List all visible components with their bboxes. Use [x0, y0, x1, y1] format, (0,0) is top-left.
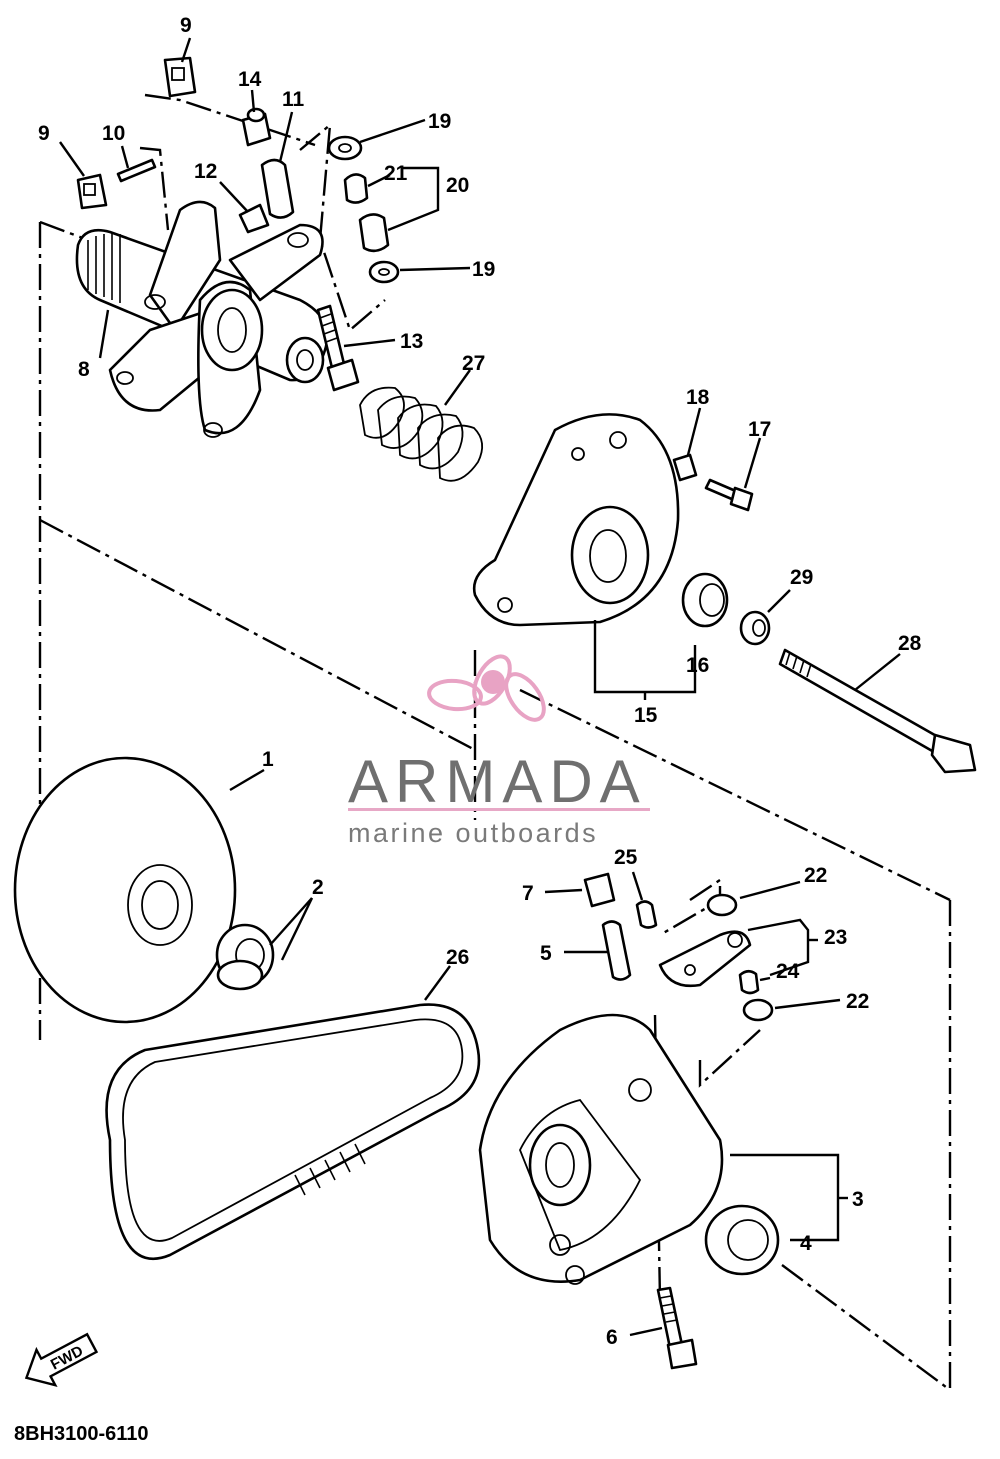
part-label-27: 26 [446, 946, 469, 969]
part-label-21: 21 [384, 162, 408, 185]
washer-22-bottom [742, 998, 774, 1022]
part-label-1: 1 [262, 748, 274, 771]
part-label-14: 14 [238, 68, 262, 91]
fixed-sheave-1 [13, 756, 237, 1024]
leader-lines [59, 37, 901, 1337]
part-label-22-bottom: 22 [846, 990, 869, 1013]
part-label-9-top: 9 [180, 14, 192, 37]
part-label-26: 27 [462, 352, 485, 375]
part-label-13: 13 [400, 330, 423, 353]
part-label-12: 12 [194, 160, 217, 183]
spacer-24 [738, 969, 760, 995]
pin-5 [601, 920, 632, 981]
part-label-25: 25 [614, 846, 638, 869]
secondary-sheave-shaft [75, 200, 329, 438]
brand-rule [348, 808, 650, 811]
part-label-18: 18 [686, 386, 710, 409]
bolt-17 [704, 478, 754, 512]
part-label-11: 11 [282, 88, 305, 111]
bushing-16 [681, 572, 729, 628]
washer-22-top [706, 893, 738, 917]
nut-18 [672, 453, 698, 482]
pin-25 [635, 900, 658, 929]
bolt-28 [778, 648, 977, 774]
part-label-10: 10 [102, 122, 125, 145]
collar-11 [260, 158, 295, 219]
slider-9-top [163, 56, 197, 98]
part-label-4: 4 [800, 1232, 812, 1255]
lever-23 [658, 930, 752, 988]
part-label-22-top: 22 [804, 864, 827, 887]
v-belt-27 [105, 1003, 481, 1261]
sliding-sheave-3 [478, 1013, 724, 1285]
diagram-code: 8BH3100-6110 [14, 1423, 149, 1445]
propeller-icon [427, 654, 546, 722]
bushing-4 [704, 1204, 780, 1276]
washer-19-top [327, 135, 363, 161]
sheave-cover-15 [472, 413, 680, 627]
armada-logo: ARMADA marine outboards [348, 654, 650, 848]
washer-19-bottom [368, 260, 400, 284]
nut-14 [241, 107, 272, 147]
part-label-15: 15 [634, 704, 658, 727]
part-label-6: 6 [606, 1326, 618, 1349]
part-label-5: 5 [540, 942, 552, 965]
part-label-19-bottom: 19 [472, 258, 495, 281]
part-label-20: 20 [446, 174, 469, 197]
part-labels: 9 9 10 14 11 12 19 21 20 19 13 8 27 18 1… [38, 14, 922, 1349]
part-label-23: 23 [824, 926, 847, 949]
bolt-13 [316, 304, 360, 392]
compression-spring-26 [359, 386, 484, 482]
part-label-8: 8 [78, 358, 90, 381]
collar-20 [358, 213, 390, 253]
part-label-29: 29 [790, 566, 813, 589]
part-label-17: 17 [748, 418, 771, 441]
part-label-24: 24 [776, 960, 800, 983]
bolt-6 [656, 1286, 698, 1370]
forward-arrow-badge: FWD [24, 1332, 99, 1388]
nut-7 [583, 872, 616, 908]
brand-name: ARMADA [348, 748, 647, 815]
part-label-16: 16 [686, 654, 709, 677]
brand-tagline: marine outboards [348, 818, 598, 848]
part-label-2: 2 [312, 876, 324, 899]
bushing-21 [343, 173, 369, 204]
part-label-28: 28 [898, 632, 922, 655]
part-label-19-top: 19 [428, 110, 451, 133]
pin-10 [116, 158, 157, 183]
slider-9-left [76, 173, 108, 210]
part-label-3: 3 [852, 1188, 864, 1211]
part-label-7: 7 [522, 882, 534, 905]
washer-29 [739, 610, 771, 646]
part-label-9-left: 9 [38, 122, 50, 145]
bushing-2 [215, 923, 275, 991]
